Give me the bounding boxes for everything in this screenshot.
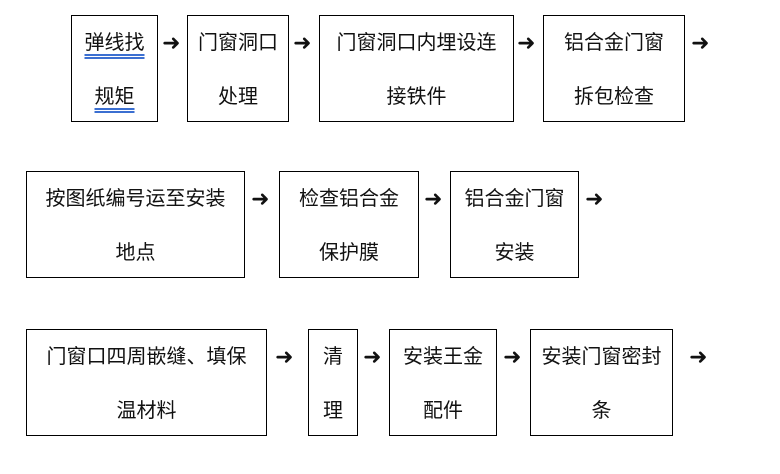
right-arrow-icon: ➜ xyxy=(689,345,708,370)
step-box-opening-treatment: 门窗洞口 处理 xyxy=(187,15,289,122)
step-label-line2: 拆包检查 xyxy=(574,83,654,108)
step-box-transport: 按图纸编号运至安装 地点 xyxy=(26,171,245,278)
step-label-line2: 地点 xyxy=(115,239,156,264)
step-label-line1: 安装门窗密封 xyxy=(541,343,662,368)
step-label-line1: 检查铝合金 xyxy=(299,185,399,210)
right-arrow-icon: ➜ xyxy=(503,345,522,370)
step-label-line1: 门窗口四周嵌缝、填保 xyxy=(46,343,247,368)
step-label-line2: 理 xyxy=(323,397,343,422)
step-box-check-film: 检查铝合金 保护膜 xyxy=(279,171,419,278)
step-label-line1: 铝合金门窗 xyxy=(464,185,565,210)
right-arrow-icon: ➜ xyxy=(293,31,312,56)
step-label-line2: 处理 xyxy=(218,83,258,108)
step-box-install-seal-strip: 安装门窗密封 条 xyxy=(530,329,673,436)
right-arrow-icon: ➜ xyxy=(585,187,604,212)
step-label-line2: 条 xyxy=(591,397,612,422)
step-box-clean: 清 理 xyxy=(308,329,358,436)
step-label-line1: 按图纸编号运至安装 xyxy=(45,185,226,210)
step-label-line1: 铝合金门窗 xyxy=(564,29,664,54)
right-arrow-icon: ➜ xyxy=(251,187,270,212)
step-label-line1: 门窗洞口 xyxy=(198,29,278,54)
right-arrow-icon: ➜ xyxy=(363,345,382,370)
step-label-line2: 安装 xyxy=(494,239,535,264)
step-label-line1: 门窗洞口内埋设连 xyxy=(336,29,497,54)
step-label-line2: 接铁件 xyxy=(386,83,447,108)
right-arrow-icon: ➜ xyxy=(275,345,294,370)
step-box-install-hardware: 安装王金 配件 xyxy=(389,329,497,436)
right-arrow-icon: ➜ xyxy=(424,187,443,212)
step-label-line2: 规矩 xyxy=(94,83,135,108)
step-box-install-window: 铝合金门窗 安装 xyxy=(450,171,579,278)
step-box-embed-iron: 门窗洞口内埋设连 接铁件 xyxy=(319,15,514,122)
step-label-line1: 安装王金 xyxy=(403,343,483,368)
step-label-line2: 温材料 xyxy=(116,397,177,422)
step-label-line1: 弹线找 xyxy=(84,29,145,54)
step-box-mark-line: 弹线找 规矩 xyxy=(71,15,158,122)
step-label-line2: 配件 xyxy=(423,397,463,422)
right-arrow-icon: ➜ xyxy=(162,31,181,56)
step-label-line2: 保护膜 xyxy=(319,239,379,264)
step-box-seal-insulation: 门窗口四周嵌缝、填保 温材料 xyxy=(26,329,267,436)
right-arrow-icon: ➜ xyxy=(517,31,536,56)
right-arrow-icon: ➜ xyxy=(691,31,710,56)
step-label-line1: 清 xyxy=(323,343,343,368)
step-box-unpack-check: 铝合金门窗 拆包检查 xyxy=(543,15,685,122)
